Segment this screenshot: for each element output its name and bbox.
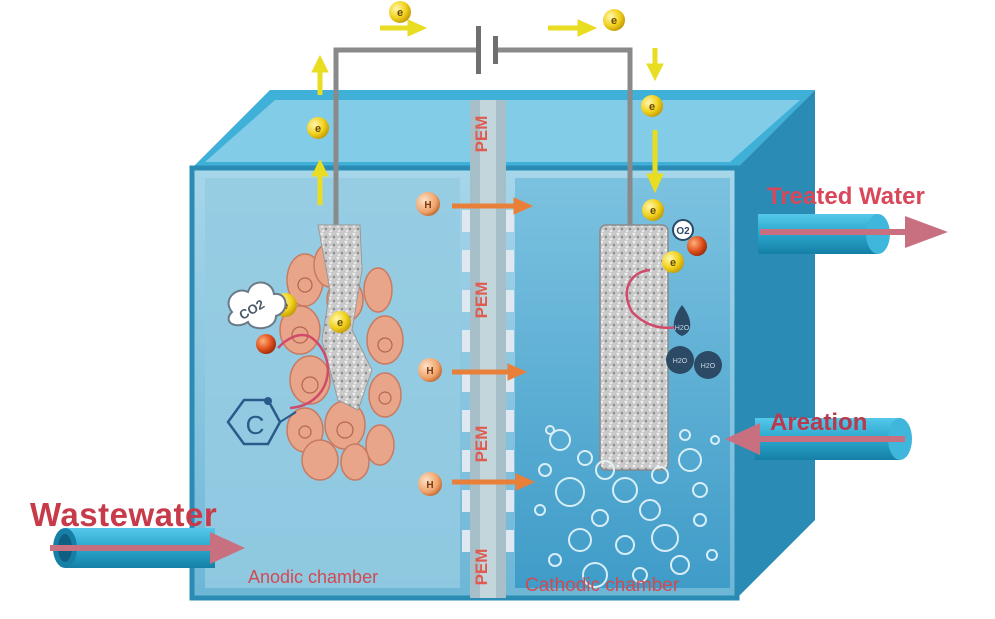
oxygen-molecule: O2	[672, 219, 694, 241]
tank-side	[737, 90, 815, 598]
battery-plate-short	[493, 36, 498, 64]
aeration-label: Areation	[770, 409, 868, 436]
svg-text:H2O: H2O	[701, 363, 716, 370]
pem-label-1: PEM	[472, 115, 491, 153]
aeration-bubbles	[534, 425, 720, 588]
svg-text:e: e	[397, 7, 403, 19]
treated-water-label: Treated Water	[767, 183, 925, 210]
anodic-chamber-label: Anodic chamber	[248, 567, 379, 587]
electron-flow-arrows	[311, 19, 664, 205]
aeration-inlet-pipe	[725, 418, 912, 460]
svg-text:e: e	[649, 101, 655, 113]
svg-text:H2O: H2O	[675, 325, 690, 332]
pem-label-3: PEM	[472, 425, 491, 463]
svg-text:H: H	[424, 200, 431, 211]
svg-text:O2: O2	[676, 226, 690, 237]
wastewater-inlet-pipe	[50, 528, 245, 568]
pem-gaskets	[462, 210, 514, 552]
pem-membrane-core	[480, 100, 496, 598]
anode-reaction-curve	[277, 333, 330, 410]
svg-text:H: H	[426, 366, 433, 377]
co2-cloud: CO2	[227, 281, 287, 330]
svg-text:e: e	[337, 317, 343, 329]
cathode-electrode	[599, 224, 669, 471]
wastewater-label: Wastewater	[30, 496, 218, 533]
proton-flow-arrows	[452, 197, 536, 491]
pem-label-4: PEM	[472, 548, 491, 586]
svg-text:e: e	[670, 257, 676, 269]
svg-text:C: C	[246, 410, 265, 440]
treated-water-outlet-pipe	[758, 214, 948, 254]
cathodic-chamber-label: Cathodic chamber	[525, 575, 680, 596]
proton-symbols: H H H	[424, 200, 433, 491]
svg-text:H: H	[426, 480, 433, 491]
pem-label-2: PEM	[472, 281, 491, 319]
svg-text:e: e	[611, 15, 617, 27]
svg-text:e: e	[650, 205, 656, 217]
svg-text:e: e	[315, 123, 321, 135]
water-molecules: H2O H2O H2O	[666, 305, 722, 379]
proton-particles	[256, 192, 707, 496]
circuit-wire	[333, 47, 633, 225]
carbon-substrate: C	[226, 397, 297, 446]
svg-text:H2O: H2O	[673, 358, 688, 365]
battery-plate-long	[476, 26, 481, 74]
